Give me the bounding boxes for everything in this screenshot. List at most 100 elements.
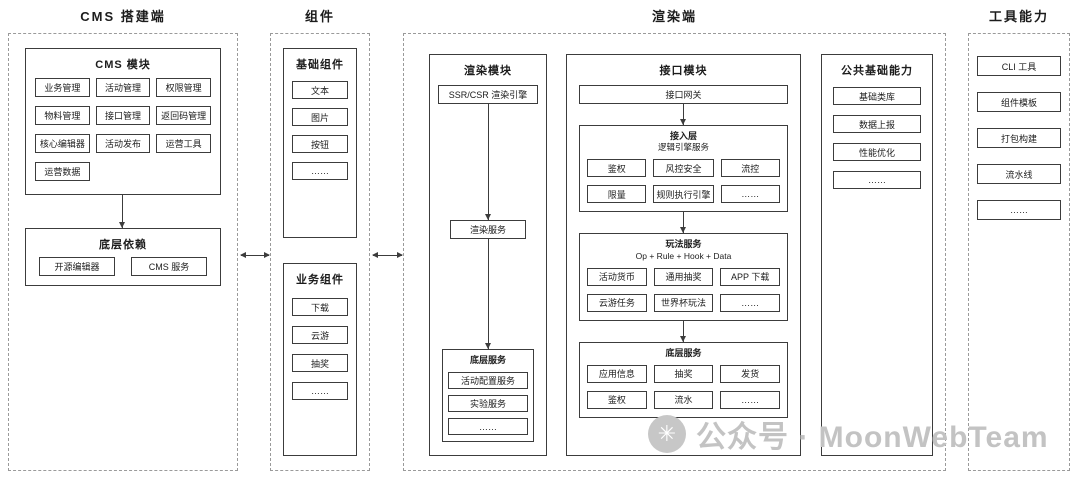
cms-module-title: CMS 模块 (95, 59, 151, 71)
gameplay-subtitle: Op + Rule + Hook + Data (635, 250, 732, 261)
business-component-item: …… (292, 382, 348, 400)
render-base-item: 实验服务 (448, 395, 528, 413)
cms-module-item: 活动发布 (95, 134, 151, 153)
common-item: 基础类库 (833, 87, 921, 105)
api-base-item: …… (720, 390, 780, 409)
basic-component-item: 图片 (292, 108, 348, 126)
common-capabilities-panel: 公共基础能力 基础类库 数据上报 性能优化 …… (821, 54, 933, 456)
basic-component-item: …… (292, 162, 348, 180)
access-item: 限量 (587, 185, 647, 204)
common-item: 数据上报 (833, 115, 921, 133)
section-title-tools: 工具能力 (988, 9, 1049, 24)
api-base-title: 底层服务 (665, 347, 702, 358)
basic-component-item: 文本 (292, 81, 348, 99)
cms-module-item: 运营工具 (156, 134, 211, 153)
business-components-list: 下载 云游 抽奖 …… (284, 284, 356, 400)
cms-module-panel: CMS 模块 业务管理 活动管理 权限管理 物料管理 接口管理 返回码管理 核心… (25, 48, 221, 195)
cms-deps-panel: 底层依赖 开源编辑器 CMS 服务 (25, 228, 221, 286)
cms-module-item: 运营数据 (35, 162, 90, 181)
section-title-cms: CMS 搭建端 (80, 9, 166, 24)
gameplay-item: 通用抽奖 (653, 267, 714, 286)
render-module-title: 渲染模块 (464, 65, 512, 77)
gameplay-item: …… (720, 293, 780, 312)
render-base-item: 活动配置服务 (448, 372, 528, 390)
api-base-item: 发货 (720, 364, 780, 383)
cms-deps-title: 底层依赖 (99, 239, 147, 251)
api-module-panel: 接口模块 接口网关 接入层 逻辑引擎服务 鉴权 风控安全 流控 限量 规则执行引… (566, 54, 801, 456)
gameplay-group: 玩法服务 Op + Rule + Hook + Data 活动货币 通用抽奖 A… (579, 233, 788, 321)
gateway-node: 接口网关 (579, 85, 788, 104)
render-engine-node: SSR/CSR 渲染引擎 (438, 85, 538, 104)
api-base-item: 流水 (653, 390, 714, 409)
cms-module-item: 核心编辑器 (35, 134, 90, 153)
cms-module-item: 权限管理 (156, 78, 211, 97)
api-base-item: 鉴权 (587, 390, 647, 409)
basic-components-panel: 基础组件 文本 图片 按钮 …… (283, 48, 357, 238)
access-item: 流控 (720, 159, 780, 178)
tool-item: 打包构建 (977, 128, 1061, 148)
access-item: 规则执行引擎 (653, 185, 714, 204)
render-service-node: 渲染服务 (450, 220, 526, 239)
access-layer-title: 接入层 (669, 131, 697, 141)
cms-module-item: 活动管理 (95, 78, 151, 97)
tool-item: 流水线 (977, 164, 1061, 184)
access-layer-subtitle: 逻辑引擎服务 (657, 142, 709, 153)
business-component-item: 下载 (292, 298, 348, 316)
basic-component-item: 按钮 (292, 135, 348, 153)
cms-module-item: 返回码管理 (156, 106, 211, 125)
down-arrow (680, 212, 686, 234)
cms-module-item: 物料管理 (35, 106, 90, 125)
render-section: 渲染模块 SSR/CSR 渲染引擎 渲染服务 底层服务 活动配置服务 实验服务 … (403, 33, 946, 471)
tool-item: …… (977, 200, 1061, 220)
common-capabilities-title: 公共基础能力 (841, 65, 913, 77)
cms-section: CMS 模块 业务管理 活动管理 权限管理 物料管理 接口管理 返回码管理 核心… (8, 33, 238, 471)
tool-item: 组件模板 (977, 92, 1061, 112)
render-base-group: 底层服务 活动配置服务 实验服务 …… (442, 349, 534, 443)
tool-item: CLI 工具 (977, 56, 1061, 76)
api-module-title: 接口模块 (659, 65, 708, 77)
render-module-panel: 渲染模块 SSR/CSR 渲染引擎 渲染服务 底层服务 活动配置服务 实验服务 … (429, 54, 547, 456)
tools-list: CLI 工具 组件模板 打包构建 流水线 …… (969, 34, 1069, 220)
api-base-group: 底层服务 应用信息 抽奖 发货 鉴权 流水 …… (579, 341, 788, 418)
gameplay-item: 世界杯玩法 (653, 293, 714, 312)
common-item: …… (833, 171, 921, 189)
cms-deps-row: 开源编辑器 CMS 服务 (26, 249, 220, 276)
components-section: 基础组件 文本 图片 按钮 …… 业务组件 下载 云游 抽奖 …… (270, 33, 370, 471)
cms-module-grid: 业务管理 活动管理 权限管理 物料管理 接口管理 返回码管理 核心编辑器 活动发… (26, 69, 220, 181)
render-module-flow: SSR/CSR 渲染引擎 渲染服务 底层服务 活动配置服务 实验服务 …… (430, 75, 546, 443)
gameplay-item: 云游任务 (587, 293, 647, 312)
basic-components-title: 基础组件 (296, 59, 344, 71)
tools-section: CLI 工具 组件模板 打包构建 流水线 …… (968, 33, 1070, 471)
business-component-item: 云游 (292, 326, 348, 344)
business-components-panel: 业务组件 下载 云游 抽奖 …… (283, 263, 357, 456)
down-arrow (119, 195, 125, 228)
down-arrow (680, 320, 686, 342)
gameplay-title: 玩法服务 (665, 239, 702, 250)
gameplay-item: 活动货币 (587, 267, 647, 286)
section-title-components: 组件 (304, 9, 335, 24)
down-arrow (484, 104, 491, 220)
render-base-list: 活动配置服务 实验服务 …… (448, 366, 528, 436)
cms-module-item: 接口管理 (95, 106, 151, 125)
common-capabilities-list: 基础类库 数据上报 性能优化 …… (822, 75, 932, 189)
api-base-item: 抽奖 (653, 364, 714, 383)
api-base-item: 应用信息 (587, 364, 647, 383)
gameplay-grid: 活动货币 通用抽奖 APP 下载 云游任务 世界杯玩法 …… (587, 262, 780, 312)
access-layer-grid: 鉴权 风控安全 流控 限量 规则执行引擎 …… (587, 153, 780, 204)
down-arrow (680, 104, 686, 125)
access-item: 风控安全 (653, 159, 714, 178)
gameplay-item: APP 下载 (720, 267, 780, 286)
basic-components-list: 文本 图片 按钮 …… (284, 69, 356, 180)
bidirectional-arrow (372, 252, 403, 258)
api-module-flow: 接口网关 接入层 逻辑引擎服务 鉴权 风控安全 流控 限量 规则执行引擎 …… (567, 75, 800, 418)
render-base-item: …… (448, 418, 528, 436)
deps-item: 开源编辑器 (39, 257, 115, 276)
access-item: …… (720, 185, 780, 204)
access-layer-group: 接入层 逻辑引擎服务 鉴权 风控安全 流控 限量 规则执行引擎 …… (579, 125, 788, 213)
common-item: 性能优化 (833, 143, 921, 161)
section-title-render: 渲染端 (651, 9, 697, 24)
bidirectional-arrow (240, 252, 270, 258)
cms-module-item: 业务管理 (35, 78, 90, 97)
api-base-grid: 应用信息 抽奖 发货 鉴权 流水 …… (587, 359, 780, 409)
